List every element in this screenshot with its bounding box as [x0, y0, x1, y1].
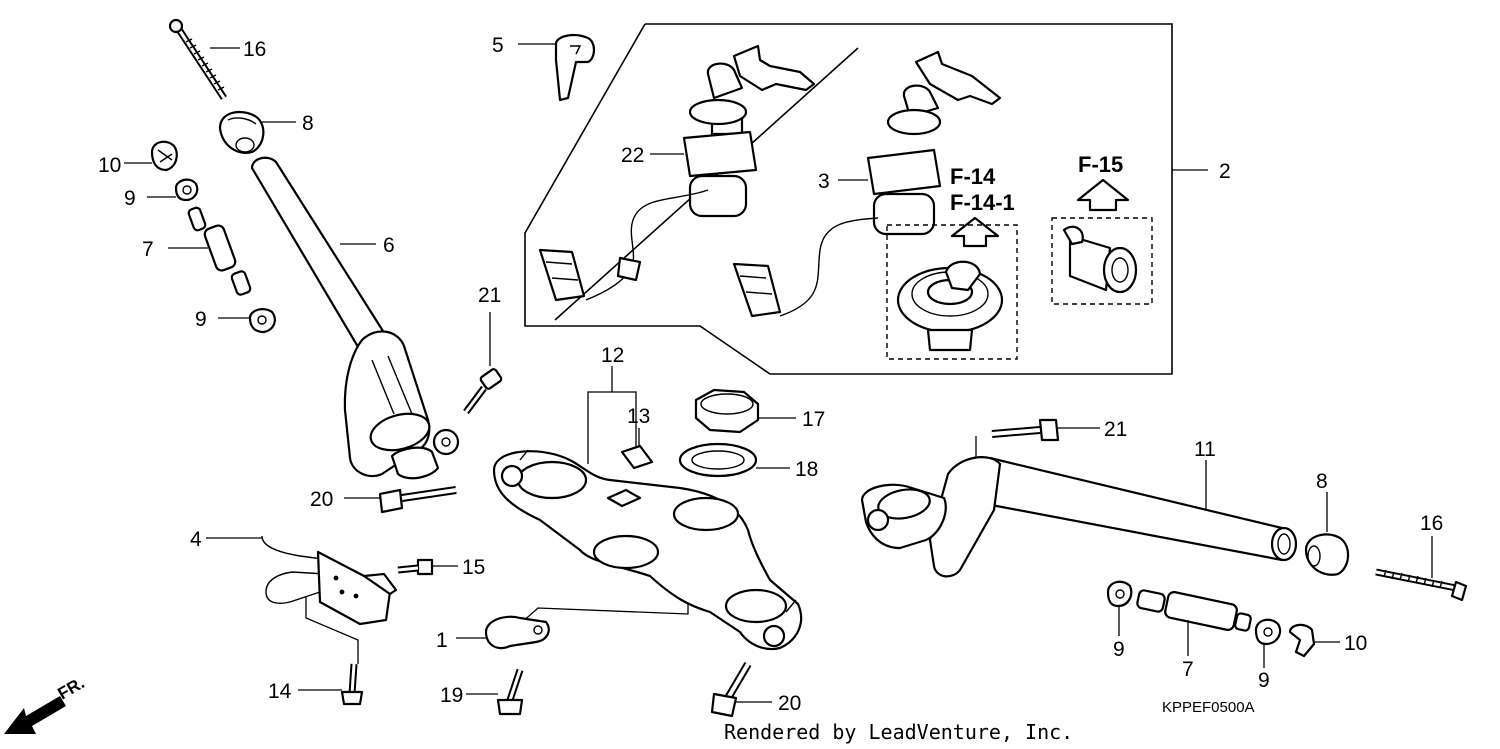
callout-19: 19 — [440, 684, 463, 707]
callout-9-left-lower: 9 — [195, 308, 207, 331]
callout-12: 12 — [601, 344, 624, 367]
callout-8-left: 8 — [302, 112, 314, 135]
callout-4: 4 — [190, 528, 202, 551]
callout-9-left-upper: 9 — [124, 187, 136, 210]
callout-9-right-1: 9 — [1113, 638, 1125, 661]
callout-7-right: 7 — [1182, 658, 1194, 681]
callout-20-lower: 20 — [778, 692, 801, 715]
part-fuel-cap-lock[interactable] — [886, 224, 1018, 360]
callout-17: 17 — [802, 408, 825, 431]
part-6-handlebar-left[interactable] — [250, 156, 460, 480]
part-7-shaft-right[interactable] — [1136, 589, 1252, 632]
part-21-bolt-left[interactable] — [463, 368, 503, 415]
part-seat-lock-cylinder[interactable] — [1051, 217, 1153, 305]
ref-f-14: F-14 — [950, 164, 996, 189]
part-17-stem-nut[interactable] — [694, 388, 760, 434]
arrow-up-icon — [950, 216, 1000, 248]
render-credit: Rendered by LeadVenture, Inc. — [724, 720, 1073, 744]
callout-16-left: 16 — [243, 38, 266, 61]
part-7-shaft-left[interactable] — [187, 206, 252, 296]
part-20-bolt-lower[interactable] — [710, 661, 752, 718]
part-8-bar-end-weight-right[interactable] — [1304, 533, 1350, 576]
callout-18: 18 — [795, 458, 818, 481]
callout-16-right: 16 — [1420, 512, 1443, 535]
callout-11: 11 — [1194, 438, 1216, 461]
part-1-stopper-plate[interactable] — [484, 615, 550, 650]
arrow-up-icon — [1076, 178, 1130, 212]
part-12-top-bridge[interactable] — [492, 449, 803, 651]
callout-21-left: 21 — [478, 284, 501, 307]
callout-3: 3 — [818, 170, 830, 193]
callout-9-right-2: 9 — [1258, 669, 1270, 692]
part-10-clip-right[interactable] — [1288, 623, 1316, 658]
callout-10-left: 10 — [98, 154, 121, 177]
part-20-bolt-upper[interactable] — [378, 486, 457, 514]
part-9-collar-right-1[interactable] — [1106, 580, 1133, 608]
part-9-collar-left-upper[interactable] — [174, 178, 199, 202]
callout-20-upper: 20 — [310, 488, 333, 511]
callout-15: 15 — [462, 556, 485, 579]
callout-2: 2 — [1219, 160, 1231, 183]
callout-13: 13 — [627, 405, 650, 428]
part-16-bolt-left[interactable] — [168, 18, 227, 100]
callout-7-left: 7 — [142, 238, 154, 261]
callout-6: 6 — [383, 234, 395, 257]
callout-5: 5 — [492, 34, 504, 57]
front-direction-arrow-icon: FR. — [4, 673, 88, 734]
callout-21-right: 21 — [1104, 418, 1127, 441]
part-19-bolt[interactable] — [496, 668, 524, 716]
ignition-kit-boundary — [524, 23, 1173, 375]
part-15-screw[interactable] — [397, 558, 434, 576]
ref-f-14-1: F-14-1 — [950, 190, 1015, 215]
part-9-collar-right-2[interactable] — [1254, 618, 1282, 646]
part-14-screw[interactable] — [340, 663, 364, 706]
part-22-ignition-switch[interactable] — [538, 44, 816, 302]
part-16-bolt-right[interactable] — [1375, 568, 1468, 602]
callout-8-right: 8 — [1316, 470, 1328, 493]
callout-10-right: 10 — [1344, 632, 1367, 655]
part-21-bolt-right[interactable] — [991, 418, 1060, 442]
callout-14: 14 — [268, 680, 292, 703]
part-9-collar-left-lower[interactable] — [248, 308, 276, 334]
part-4-bracket[interactable] — [261, 535, 398, 626]
part-5-key[interactable] — [554, 34, 596, 102]
part-10-clip-left[interactable] — [150, 140, 178, 172]
part-11-handlebar-right[interactable] — [860, 456, 1298, 578]
callout-22: 22 — [621, 144, 644, 167]
part-13-plate[interactable] — [620, 444, 654, 470]
part-3-ignition-switch[interactable] — [732, 50, 1002, 318]
diagram-code: KPPEF0500A — [1162, 699, 1255, 716]
callout-1: 1 — [436, 629, 448, 652]
part-8-bar-end-weight-left[interactable] — [218, 110, 265, 154]
ref-f-15: F-15 — [1078, 152, 1123, 177]
part-18-washer[interactable] — [678, 442, 758, 478]
